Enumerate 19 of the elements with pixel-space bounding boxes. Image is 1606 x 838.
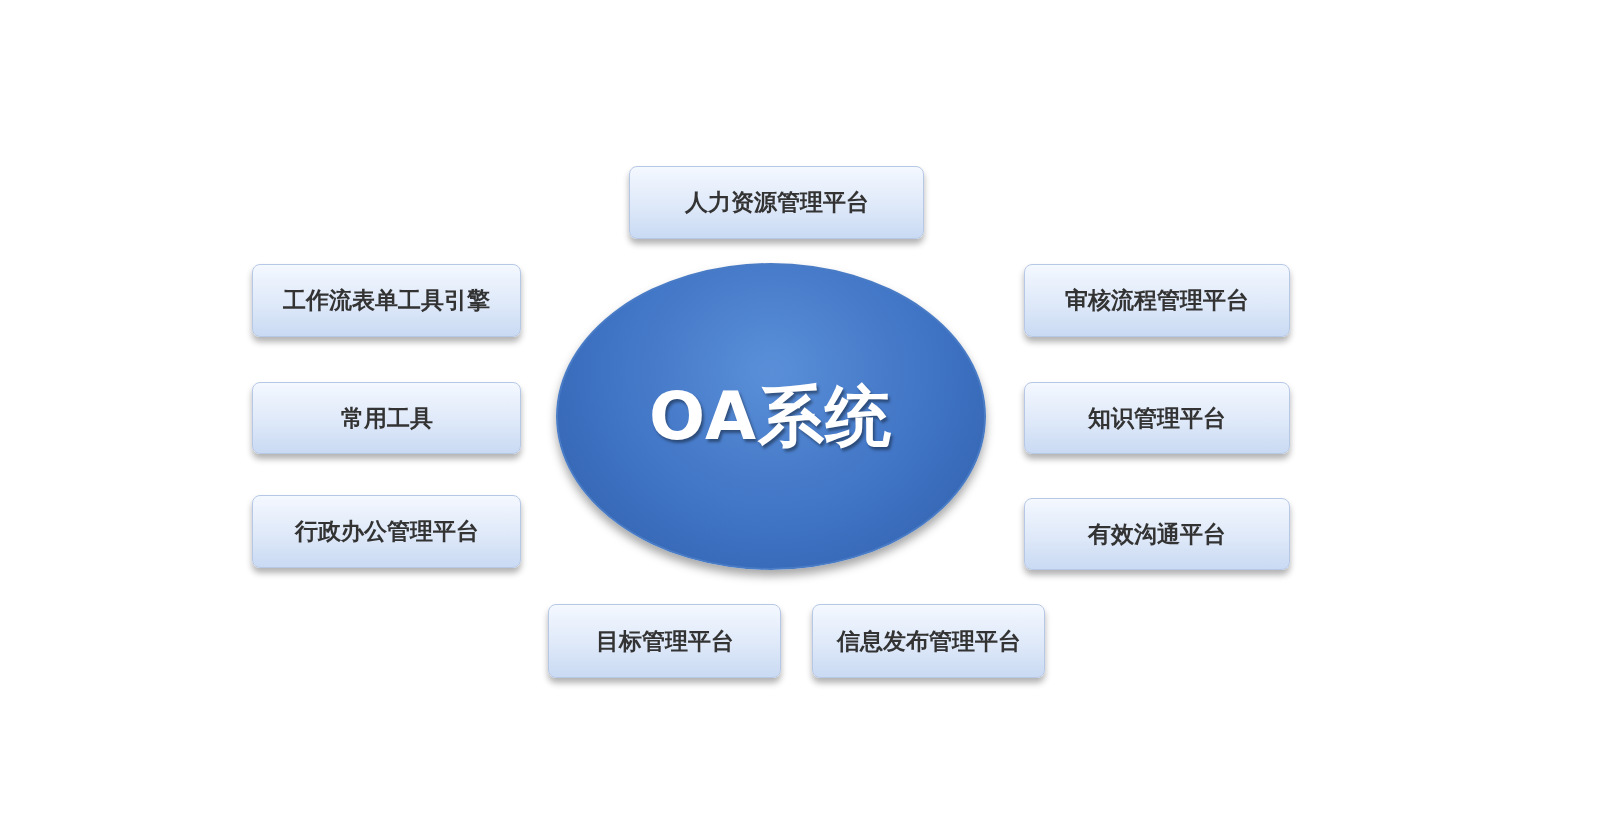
module-label: 人力资源管理平台 [684, 188, 869, 218]
module-box [1024, 264, 1290, 337]
module-box [812, 604, 1045, 678]
module-box [252, 495, 521, 568]
module-box [1024, 498, 1290, 570]
module-label: 行政办公管理平台 [294, 517, 479, 547]
module-label: 知识管理平台 [1088, 403, 1226, 433]
module-label: 有效沟通平台 [1088, 519, 1226, 549]
module-box [252, 264, 521, 337]
module-box [1024, 382, 1290, 454]
module-label: 审核流程管理平台 [1065, 286, 1249, 316]
module-label: 常用工具 [340, 403, 433, 433]
module-box [629, 166, 924, 239]
center-title: OA系统 [649, 377, 893, 457]
module-box [252, 382, 521, 454]
module-label: 工作流表单工具引擎 [283, 286, 490, 316]
module-label: 目标管理平台 [595, 626, 734, 656]
module-box [548, 604, 781, 678]
module-label: 信息发布管理平台 [836, 626, 1021, 656]
